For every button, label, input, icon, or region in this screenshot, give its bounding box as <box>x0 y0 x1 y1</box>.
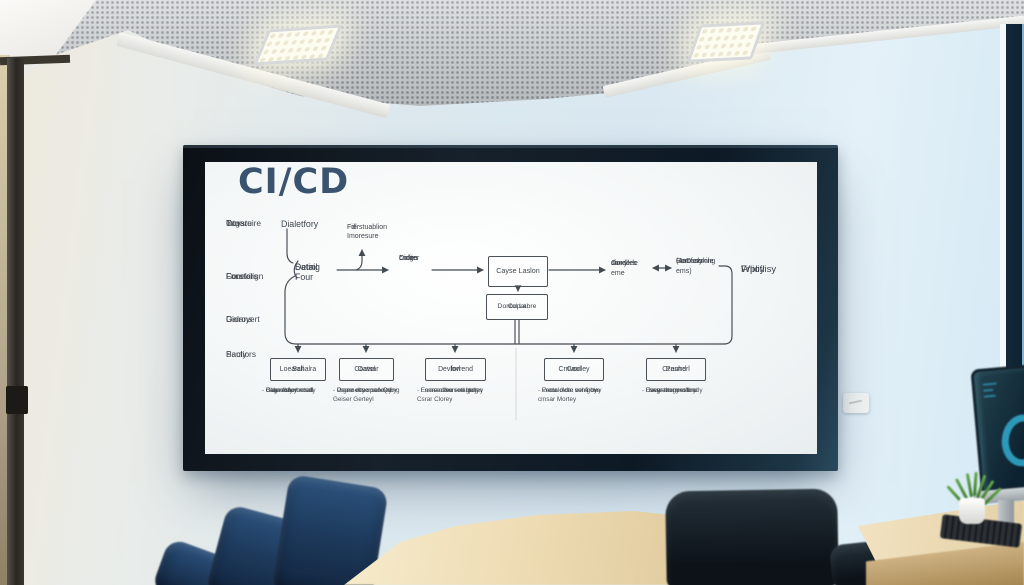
desk-plant <box>946 471 1002 526</box>
frame-highlight <box>183 145 838 148</box>
poster-surface <box>205 162 817 454</box>
poster-title: CI/CD <box>238 162 350 202</box>
glass-partition <box>0 55 10 585</box>
wall-corner <box>1000 24 1006 474</box>
arrow-up-annotation <box>355 249 366 271</box>
center-flow-box: Cayse Laslon <box>488 256 548 287</box>
light-switch[interactable] <box>843 393 869 413</box>
screen-ui-line <box>983 388 994 392</box>
wire-toplabel-drop <box>286 228 294 264</box>
window-glass-sliver <box>1022 24 1024 476</box>
top-label: Dialetfory <box>281 219 319 229</box>
partition-mullion <box>7 58 24 585</box>
plant-pot <box>959 498 985 524</box>
screen-ui-line <box>982 382 997 386</box>
screen-logo-c <box>999 412 1024 469</box>
screen-ui-line <box>983 394 996 398</box>
wire-right-rail <box>718 265 733 345</box>
window-frame-edge <box>1006 24 1022 476</box>
door-hinge <box>6 386 28 414</box>
switch-rocker <box>848 399 863 405</box>
wire-start-bracket <box>293 260 299 279</box>
connector-lines <box>284 228 733 421</box>
wire-left-rail <box>284 275 725 345</box>
chair-black-center <box>665 488 839 585</box>
